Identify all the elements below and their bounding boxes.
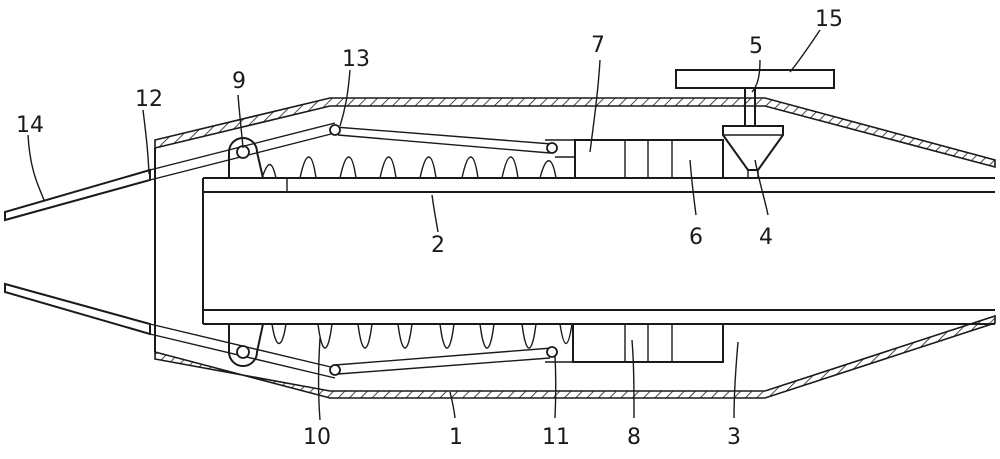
link-rod-bottom <box>334 347 553 375</box>
central-pipe <box>202 177 995 325</box>
pin-bottom-rod-right <box>546 346 558 358</box>
label-2: 2 <box>431 233 445 258</box>
link-rod-top <box>334 126 553 154</box>
outer-housing-top <box>154 97 996 169</box>
label-6: 6 <box>689 225 703 250</box>
label-8: 8 <box>627 425 641 450</box>
label-3: 3 <box>727 425 741 450</box>
slide-block-bottom <box>545 323 724 363</box>
label-4: 4 <box>759 225 773 250</box>
funnel-nozzle <box>722 125 784 178</box>
spring-bottom <box>271 323 573 349</box>
slide-block-top <box>545 139 724 179</box>
pin-top-rod-right <box>546 142 558 154</box>
spring-top <box>261 156 557 179</box>
label-1: 1 <box>449 425 463 450</box>
pin-top-rod-left <box>329 124 341 136</box>
label-11: 11 <box>542 425 570 450</box>
lever-bottom <box>4 282 151 336</box>
lever-top <box>4 168 151 222</box>
label-5: 5 <box>749 34 763 59</box>
label-12: 12 <box>135 87 163 112</box>
adjusting-rod <box>744 87 756 127</box>
pin-bottom-rod-left <box>329 364 341 376</box>
hinge-bracket-top <box>228 137 265 179</box>
label-10: 10 <box>303 425 331 450</box>
label-14: 14 <box>16 113 44 138</box>
label-7: 7 <box>591 33 605 58</box>
leader-lines <box>27 29 821 421</box>
label-15: 15 <box>815 7 843 32</box>
handle-plate <box>675 69 835 89</box>
outer-housing-bottom <box>154 314 996 399</box>
label-13: 13 <box>342 47 370 72</box>
label-9: 9 <box>232 69 246 94</box>
hinge-bracket-bottom <box>228 323 265 367</box>
